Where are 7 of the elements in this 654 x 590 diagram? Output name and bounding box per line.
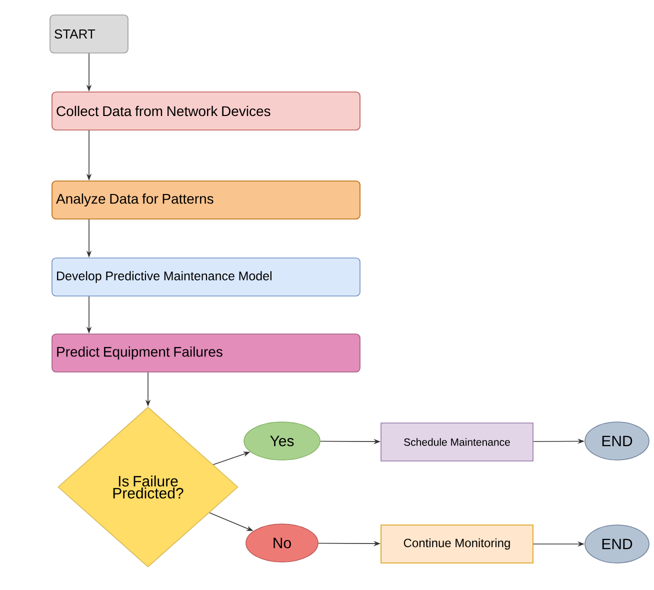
process-box: Continue Monitoring [380,524,534,564]
process-box: Collect Data from Network Devices [52,92,360,130]
process-box: Analyze Data for Patterns [52,180,360,220]
process-box: Schedule Maintenance [380,422,534,462]
process-box: Predict Equipment Failures [52,334,360,372]
start-box: START [50,14,128,54]
process-box: Develop Predictive Maintenance Model [52,258,360,296]
